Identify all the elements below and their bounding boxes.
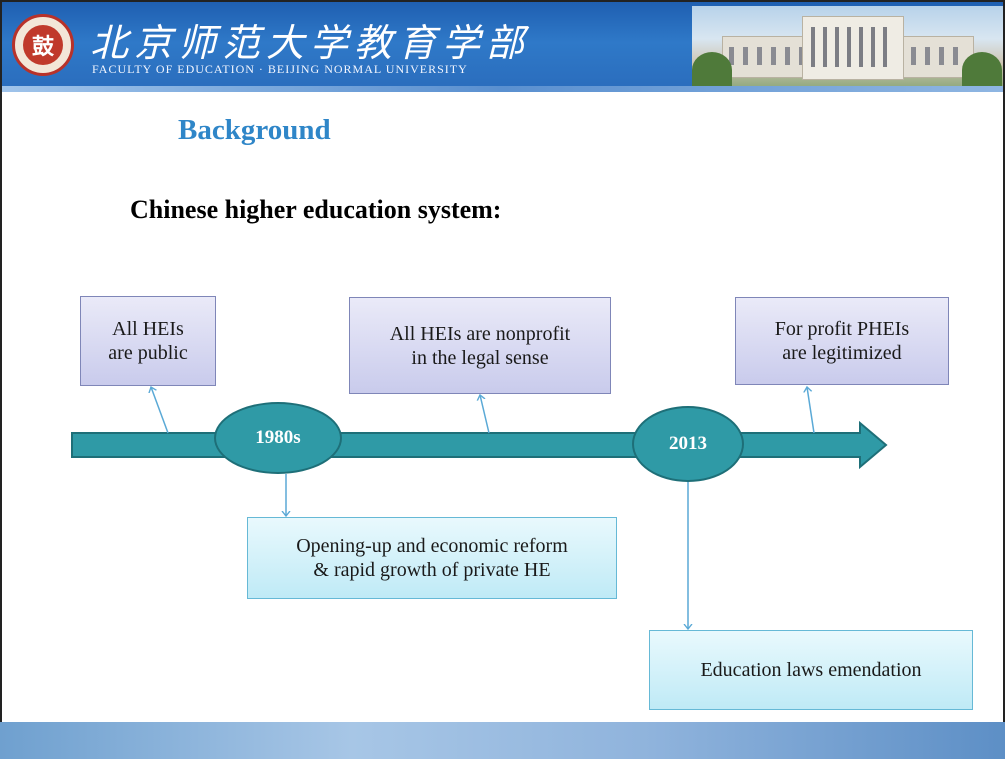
box-opening-up: Opening-up and economic reform & rapid g… bbox=[247, 517, 617, 599]
connector-for-profit bbox=[807, 387, 815, 434]
timeline-arrow bbox=[71, 420, 888, 470]
connector-public bbox=[151, 387, 169, 434]
slide-title: Background bbox=[178, 114, 331, 146]
slide-subtitle: Chinese higher education system: bbox=[130, 195, 502, 224]
box-education-laws: Education laws emendation bbox=[649, 630, 973, 710]
header-banner: 鼓 北京师范大学教育学部 FACULTY OF EDUCATION · BEIJ… bbox=[2, 2, 1003, 92]
building-tower bbox=[802, 16, 904, 80]
box-all-heis-nonprofit-text: All HEIs are nonprofit in the legal sens… bbox=[389, 322, 571, 369]
box-all-heis-public: All HEIs are public bbox=[80, 296, 216, 386]
box-opening-up-text: Opening-up and economic reform & rapid g… bbox=[296, 535, 568, 581]
connector-nonprofit bbox=[480, 395, 490, 434]
footer-banner bbox=[0, 722, 1005, 759]
box-education-laws-text: Education laws emendation bbox=[700, 659, 922, 681]
tree bbox=[962, 52, 1002, 88]
university-seal-logo: 鼓 bbox=[12, 14, 74, 76]
timeline-node-2013: 2013 bbox=[632, 406, 744, 482]
university-name-chinese: 北京师范大学教育学部 bbox=[90, 21, 531, 65]
box-for-profit-pheis: For profit PHEIs are legitimized bbox=[735, 297, 949, 385]
university-name-english: FACULTY OF EDUCATION · BEIJING NORMAL UN… bbox=[92, 62, 468, 76]
box-all-heis-nonprofit: All HEIs are nonprofit in the legal sens… bbox=[349, 297, 611, 394]
timeline-node-1980s: 1980s bbox=[214, 402, 342, 474]
campus-building-photo bbox=[692, 6, 1003, 88]
seal-character: 鼓 bbox=[23, 25, 63, 65]
tree bbox=[692, 52, 732, 88]
box-all-heis-public-text: All HEIs are public bbox=[108, 318, 188, 364]
header-stripe bbox=[2, 86, 1003, 92]
box-for-profit-pheis-text: For profit PHEIs are legitimized bbox=[774, 318, 910, 364]
